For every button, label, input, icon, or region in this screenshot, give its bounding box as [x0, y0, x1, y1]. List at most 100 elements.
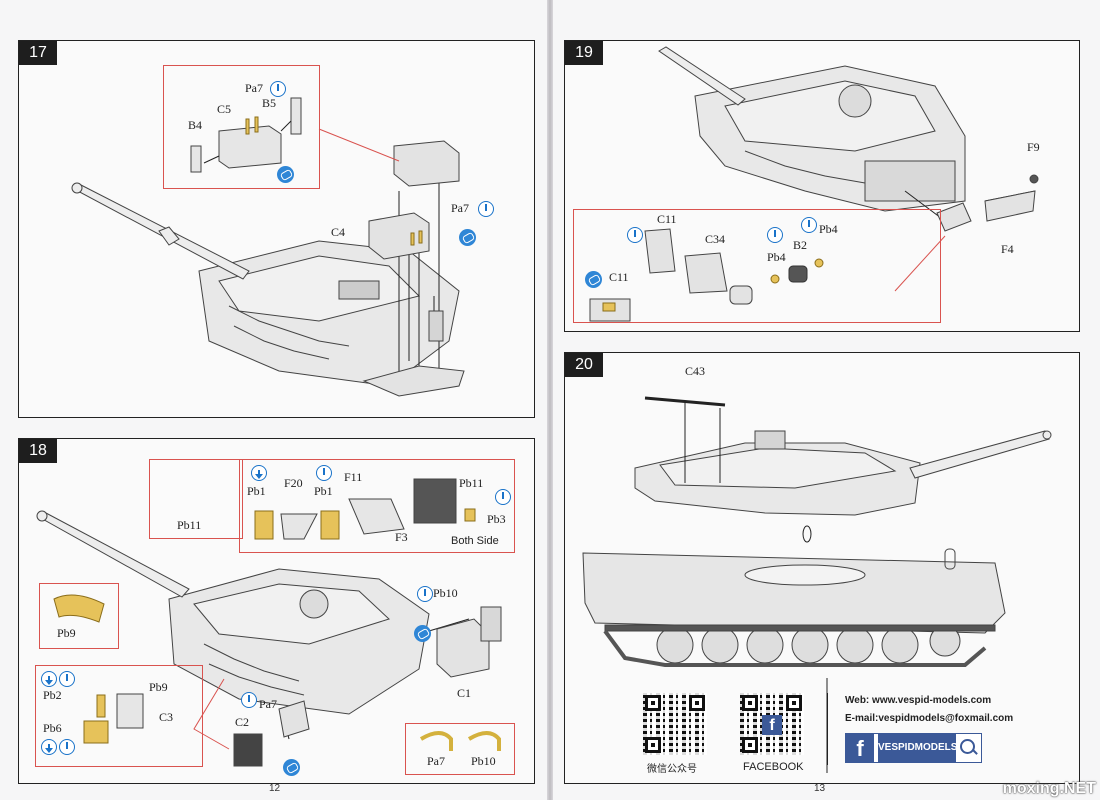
label-c34: C34 — [705, 232, 726, 246]
label-c1: C1 — [457, 686, 472, 700]
gun-barrel-17 — [71, 182, 250, 280]
label-pa7: Pa7 — [451, 201, 469, 215]
label-pb1: Pb1 — [314, 484, 333, 498]
c3-assembly-callout — [35, 665, 203, 767]
label-b2: B2 — [793, 238, 808, 252]
glue-icon — [277, 166, 294, 183]
label-c11: C11 — [609, 270, 629, 284]
remove-icon — [41, 739, 57, 755]
label-f4: F4 — [1001, 242, 1014, 256]
facebook-caption: FACEBOOK — [743, 761, 804, 773]
label-pb9: Pb9 — [149, 680, 168, 694]
glue-icon — [459, 229, 476, 246]
watermark: moxing.NET — [1002, 780, 1096, 797]
label-pa7: Pa7 — [259, 697, 277, 711]
label-c11: C11 — [657, 212, 677, 226]
step-17-panel: 17 — [18, 40, 535, 418]
label-pb4: Pb4 — [767, 250, 786, 264]
gun-barrel-20 — [909, 430, 1052, 479]
label-pa7: Pa7 — [245, 81, 263, 95]
step-17-detail-callout — [163, 65, 320, 189]
step-20-number: 20 — [565, 353, 603, 377]
install-icon — [801, 217, 817, 233]
label-pb6: Pb6 — [43, 721, 62, 735]
facebook-page-name: VESPIDMODELS — [878, 734, 957, 762]
install-icon — [316, 465, 332, 481]
step-20-drawing — [582, 396, 1052, 773]
page-number-left: 12 — [269, 783, 281, 794]
label-f3: F3 — [395, 530, 408, 544]
pb9-callout — [39, 583, 119, 649]
label-c5: C5 — [217, 102, 232, 116]
step-18-number: 18 — [19, 439, 57, 463]
label-c2: C2 — [235, 715, 250, 729]
install-icon — [241, 692, 257, 708]
remove-icon — [41, 671, 57, 687]
step-19-number: 19 — [565, 41, 603, 65]
install-icon — [270, 81, 286, 97]
facebook-search-badge[interactable]: f VESPIDMODELS — [845, 733, 982, 763]
step-18-panel: 18 — [18, 438, 535, 784]
label-f11: F11 — [344, 470, 363, 484]
step-19-drawing — [589, 46, 1039, 322]
label-f9: F9 — [1027, 140, 1040, 154]
label-pb11: Pb11 — [459, 476, 484, 490]
page-gutter — [547, 0, 553, 800]
step-19-detail-callout — [573, 209, 941, 323]
footer-divider — [827, 693, 828, 765]
pe-detail-callout — [239, 459, 515, 553]
glue-icon — [585, 271, 602, 288]
label-b4: B4 — [188, 118, 203, 132]
label-pa7: Pa7 — [427, 754, 445, 768]
page-number-right: 13 — [814, 783, 826, 794]
install-icon — [59, 671, 75, 687]
install-icon — [627, 227, 643, 243]
stowage-box-17 — [362, 140, 465, 397]
glue-icon — [283, 759, 300, 776]
label-f20: F20 — [284, 476, 303, 490]
label-c4: C4 — [331, 225, 346, 239]
install-icon — [767, 227, 783, 243]
label-pb10: Pb10 — [433, 586, 458, 600]
wechat-caption: 微信公众号 — [647, 764, 697, 775]
remove-icon — [251, 465, 267, 481]
label-c3: C3 — [159, 710, 174, 724]
step-17-number: 17 — [19, 41, 57, 65]
pb11-callout — [149, 459, 243, 539]
label-pb9: Pb9 — [57, 626, 76, 640]
facebook-qr-code: f — [740, 693, 804, 755]
install-icon — [417, 586, 433, 602]
search-icon — [960, 739, 975, 754]
tank-hull-18 — [168, 568, 430, 715]
install-icon — [478, 201, 494, 217]
tank-hull-17 — [198, 240, 460, 387]
label-pb3: Pb3 — [487, 512, 506, 526]
label-both-side: Both Side — [451, 535, 499, 547]
hull-20 — [582, 548, 1006, 634]
callout-parts-17 — [190, 97, 302, 173]
wechat-qr-code — [643, 693, 707, 755]
turret-20 — [634, 430, 921, 516]
label-c43: C43 — [685, 364, 706, 378]
step-19-panel: 19 — [564, 40, 1080, 332]
install-icon — [495, 489, 511, 505]
handles-callout — [405, 723, 515, 775]
glue-icon — [414, 625, 431, 642]
label-pb2: Pb2 — [43, 688, 62, 702]
facebook-icon: f — [846, 734, 874, 762]
label-pb1: Pb1 — [247, 484, 266, 498]
label-pb11: Pb11 — [177, 518, 202, 532]
step-20-panel: 20 — [564, 352, 1080, 784]
step-17-drawing — [71, 97, 465, 397]
facebook-logo-icon: f — [762, 715, 782, 735]
website-text[interactable]: Web: www.vespid-models.com — [845, 695, 992, 706]
label-pb10: Pb10 — [471, 754, 496, 768]
gun-barrel-18 — [36, 510, 190, 598]
gun-barrel-19 — [658, 46, 746, 106]
install-icon — [59, 739, 75, 755]
label-b5: B5 — [262, 96, 277, 110]
tank-hull-19 — [694, 65, 966, 212]
email-text[interactable]: E-mail:vespidmodels@foxmail.com — [845, 713, 1014, 724]
road-wheels — [603, 624, 996, 667]
